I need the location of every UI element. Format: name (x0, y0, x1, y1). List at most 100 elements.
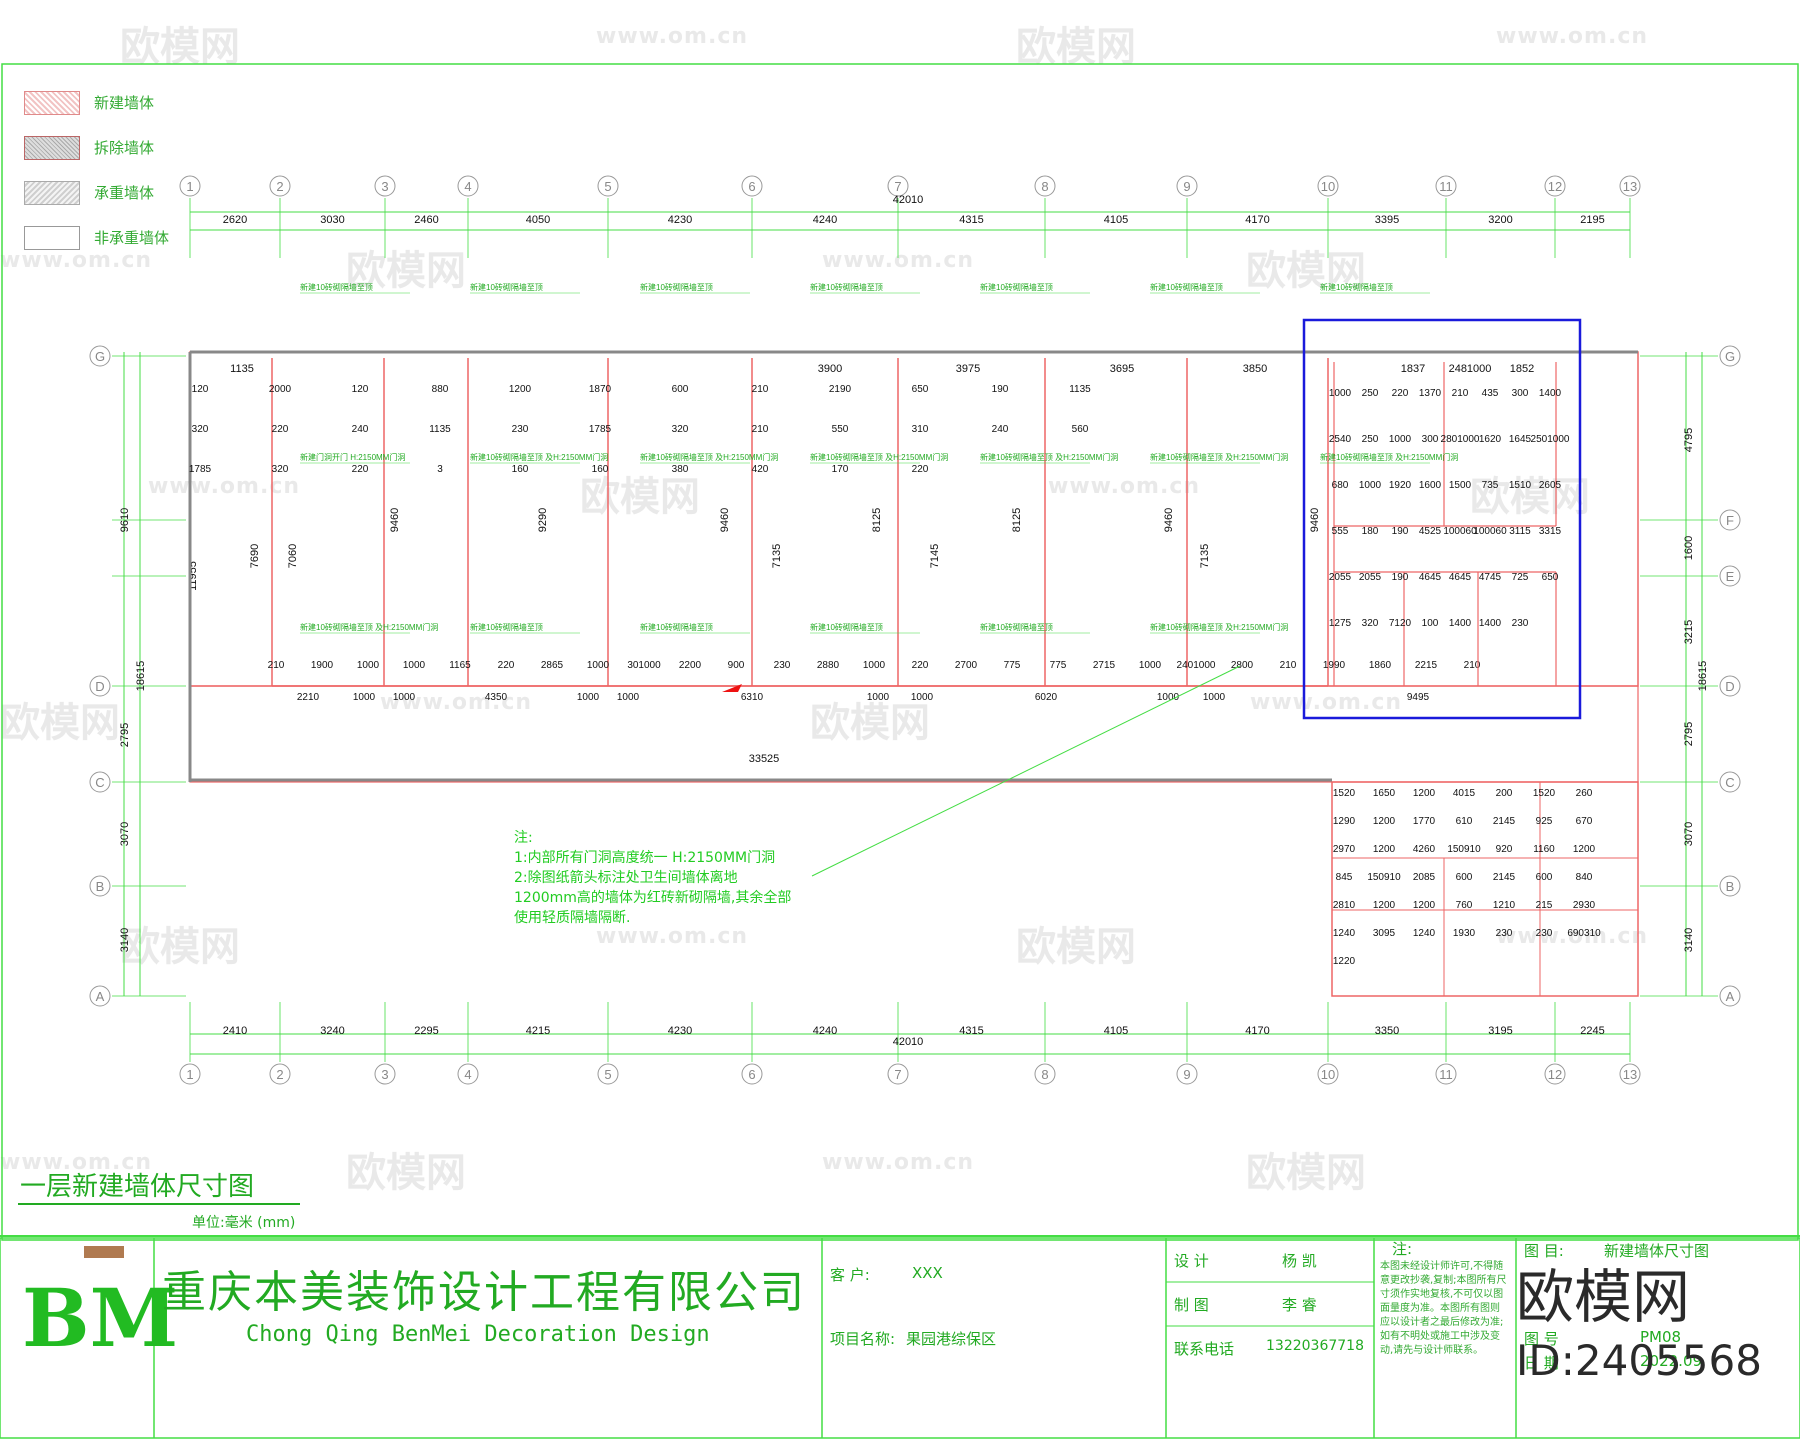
bottom-span-dimension: 3240 (320, 1025, 344, 1037)
misc-dimension: 320 (672, 424, 689, 435)
bottom-span-dimension: 3350 (1375, 1025, 1399, 1037)
bathroom-dimension: 1000 (1359, 480, 1382, 491)
watermark-id: ID:2405568 (1516, 1336, 1762, 1385)
bathroom-dimension: 650 (1542, 572, 1559, 583)
door-segment-dimension: 1000 (1203, 692, 1226, 703)
grid-bubble-icon (887, 1063, 909, 1085)
phone-value: 13220367718 (1266, 1338, 1364, 1354)
misc-dimension: 1135 (429, 424, 451, 435)
misc-dimension: 230 (512, 424, 529, 435)
grid-column-label: 6 (748, 1067, 755, 1082)
room-height-dimension: 7060 (287, 544, 299, 568)
grid-row-label: A (1726, 989, 1735, 1004)
door-segment-dimension: 1000 (393, 692, 416, 703)
wall-segment-dimension: 900 (728, 660, 745, 671)
left-dimension: 2795 (119, 723, 131, 747)
room-top-dimension: 1837 (1401, 363, 1425, 375)
south-block-dimension: 1240 (1333, 928, 1356, 939)
grid-bubble-icon (374, 1063, 396, 1085)
door-segment-dimension: 1000 (353, 692, 376, 703)
misc-dimension: 880 (432, 384, 449, 395)
misc-dimension: 160 (512, 464, 529, 475)
south-block-dimension: 670 (1576, 816, 1593, 827)
grid-row-label: E (1726, 569, 1735, 584)
top-span-dimension: 4230 (668, 214, 692, 226)
left-dimension: 9610 (119, 508, 131, 532)
room-height-dimension: 7135 (771, 544, 783, 568)
door-segment-dimension: 2210 (297, 692, 320, 703)
south-block-dimension: 2085 (1413, 872, 1436, 883)
grid-column-label: 10 (1321, 179, 1335, 194)
room-height-dimension: 9460 (1163, 508, 1175, 532)
corridor-length-dimension: 33525 (749, 753, 780, 765)
sheet-frame (1, 63, 1799, 1241)
wall-segment-dimension: 1000 (587, 660, 610, 671)
grid-column-label: 8 (1041, 179, 1048, 194)
bathroom-dimension: 4525 (1419, 526, 1442, 537)
south-block-dimension: 1210 (1493, 900, 1516, 911)
grid-bubble-icon (269, 175, 291, 197)
wall-segment-dimension: 2715 (1093, 660, 1116, 671)
wall-annotation: 新建10砖砌隔墙至顶 (640, 282, 713, 292)
wall-segment-dimension: 775 (1050, 660, 1067, 671)
sheet-name: 新建墙体尺寸图 (1604, 1242, 1710, 1260)
bathroom-dimension: 230 (1512, 618, 1529, 629)
grid-column-label: 13 (1623, 1067, 1637, 1082)
misc-dimension: 160 (592, 464, 609, 475)
company-logo-icon: BM (22, 1271, 178, 1365)
misc-dimension: 220 (272, 424, 289, 435)
grid-row-label: B (96, 879, 105, 894)
misc-dimension: 1135 (1069, 384, 1091, 395)
disclaimer-label: 注: (1392, 1240, 1413, 1258)
wall-segment-dimension: 220 (498, 660, 515, 671)
south-block-dimension: 610 (1456, 816, 1473, 827)
bathroom-dimension: 555 (1332, 526, 1349, 537)
right-dimension: 1600 (1683, 536, 1695, 560)
south-block-dimension: 760 (1456, 900, 1473, 911)
grid-bubble-icon (89, 771, 111, 793)
grid-column-label: 9 (1183, 1067, 1190, 1082)
wall-annotation: 新建10砖砌隔墙至顶 (980, 282, 1053, 292)
south-block-dimension: 2930 (1573, 900, 1596, 911)
south-block-dimension: 230 (1496, 928, 1513, 939)
highlight-frame (1302, 318, 1582, 720)
grid-bubble-icon (1034, 1063, 1056, 1085)
bathroom-dimension: 1000 (1389, 434, 1412, 445)
north-block-outline (189, 351, 1639, 687)
room-top-dimension: 3850 (1243, 363, 1267, 375)
bottom-span-dimension: 4315 (959, 1025, 983, 1037)
bottom-span-dimension: 3195 (1488, 1025, 1512, 1037)
misc-dimension: 320 (272, 464, 289, 475)
room-height-dimension: 9460 (1309, 508, 1321, 532)
south-block-dimension: 4260 (1413, 844, 1436, 855)
bathroom-dimension: 100060 (1473, 526, 1507, 537)
south-block-dimension: 1200 (1573, 844, 1596, 855)
bathroom-dimension: 190 (1392, 526, 1409, 537)
wall-segment-dimension: 2200 (679, 660, 702, 671)
right-dimension: 2795 (1683, 722, 1695, 746)
misc-dimension: 560 (1072, 424, 1089, 435)
client-label: 客 户: (830, 1266, 870, 1284)
grid-column-label: 3 (381, 1067, 388, 1082)
wall-segment-dimension: 1000 (357, 660, 380, 671)
wall-legend: 新建墙体 拆除墙体 承重墙体 非承重墙体 (24, 80, 169, 260)
arrow-icon (722, 684, 742, 692)
wall-segment-dimension: 210 (268, 660, 285, 671)
bathroom-dimension: 2540 (1329, 434, 1352, 445)
room-height-dimension: 8125 (871, 508, 883, 532)
bathroom-dimension: 3115 (1509, 526, 1531, 537)
bathroom-dimension: 4645 (1449, 572, 1472, 583)
south-block-dimension: 2970 (1333, 844, 1356, 855)
misc-dimension: 210 (752, 424, 769, 435)
grid-row-label: A (96, 989, 105, 1004)
grid-bubble-icon (597, 175, 619, 197)
wall-annotation: 新建10砖砌隔墙至顶 (980, 622, 1053, 632)
wall-segment-dimension: 301000 (627, 660, 661, 671)
wall-annotation: 新建门洞开门 H:2150MM门洞 (300, 452, 405, 462)
south-block-dimension: 840 (1576, 872, 1593, 883)
door-segment-dimension: 1000 (911, 692, 934, 703)
legend-item-new-wall: 新建墙体 (24, 80, 169, 125)
south-block-dimension: 2145 (1493, 872, 1516, 883)
room-top-dimension: 2481000 (1449, 363, 1492, 375)
